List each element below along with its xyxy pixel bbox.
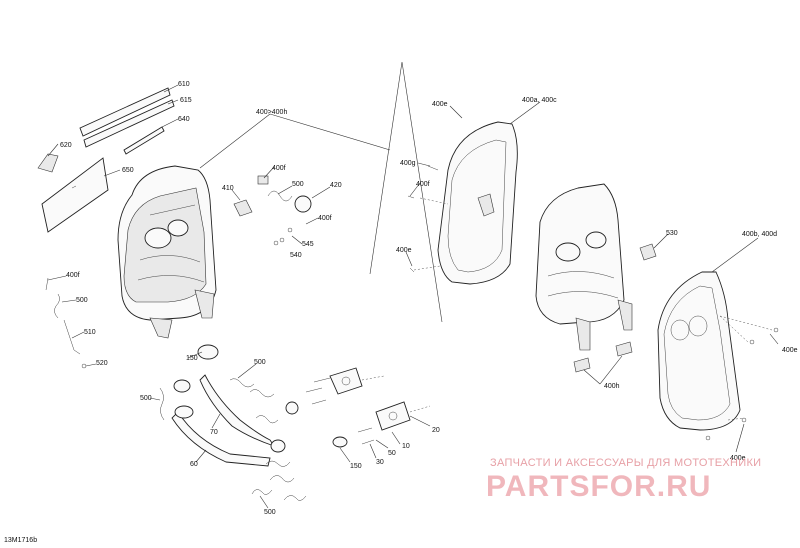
strip-640 xyxy=(123,126,165,155)
watermark-logo: PARTSFOR.RU xyxy=(486,470,711,503)
heat-shield-group xyxy=(37,87,175,233)
spring-500-left xyxy=(54,293,60,319)
callout-20: 20 xyxy=(432,427,440,434)
callout-400e-right: 400e xyxy=(782,347,798,354)
detail-frame xyxy=(369,61,443,323)
callout-500-bottom: 500 xyxy=(264,509,276,516)
spring-500-d xyxy=(159,387,165,421)
callout-60: 60 xyxy=(190,461,198,468)
bracket-410 xyxy=(233,199,253,217)
clip-400h-a xyxy=(573,357,591,373)
gasket-150-b xyxy=(332,436,348,448)
callout-labels: 610 615 640 620 650 400>400h 400f 410 50… xyxy=(60,81,798,516)
callout-400e-top: 400e xyxy=(432,101,448,108)
spring-rod-left xyxy=(45,277,87,369)
watermark: ЗАПЧАСТИ И АКСЕССУАРЫ ДЛЯ МОТОТЕХНИКИ PA… xyxy=(486,457,761,503)
flange-a xyxy=(329,367,363,395)
callout-640: 640 xyxy=(178,116,190,123)
muffler-rear xyxy=(535,183,657,351)
callout-510: 510 xyxy=(84,329,96,336)
callout-400e-bottom: 400e xyxy=(730,455,746,462)
callout-50: 50 xyxy=(388,450,396,457)
callout-500-a: 500 xyxy=(292,181,304,188)
callout-400a-400c: 400a, 400c xyxy=(522,97,557,104)
callout-540: 540 xyxy=(290,252,302,259)
callout-400f-c: 400f xyxy=(416,181,430,188)
callout-545: 545 xyxy=(302,241,314,248)
spring-500-e xyxy=(229,378,255,388)
spring-500-top xyxy=(267,190,293,202)
callout-615: 615 xyxy=(180,97,192,104)
clip-400h-b xyxy=(615,341,633,357)
strip-610 xyxy=(79,87,171,137)
springs-500-bottom xyxy=(251,460,307,501)
pipe-60 xyxy=(171,411,271,467)
callout-610: 610 xyxy=(178,81,190,88)
callout-10: 10 xyxy=(402,443,410,450)
muffler-400 xyxy=(117,165,217,339)
cover-400b xyxy=(657,271,741,431)
callout-400b-400d: 400b, 400d xyxy=(742,231,777,238)
flange-b xyxy=(375,401,411,431)
callout-650: 650 xyxy=(122,167,134,174)
callout-70: 70 xyxy=(210,429,218,436)
callout-150-a: 150 xyxy=(186,355,198,362)
callout-400h: 400h xyxy=(604,383,620,390)
flanges-and-bolts xyxy=(285,367,431,448)
cap-420 xyxy=(294,195,312,213)
gasket-150-a xyxy=(197,344,219,360)
hardware-group-top xyxy=(233,175,312,246)
callout-400e-mid: 400e xyxy=(396,247,412,254)
callout-620: 620 xyxy=(60,142,72,149)
drawing-id: 13M1716b xyxy=(4,537,37,544)
callout-500-left: 500 xyxy=(76,297,88,304)
callout-500-c: 500 xyxy=(140,395,152,402)
clip-530 xyxy=(639,243,657,261)
leader-lines xyxy=(47,84,779,509)
callout-400-400h: 400>400h xyxy=(256,109,287,116)
rod-510 xyxy=(63,319,81,355)
strip-615 xyxy=(83,99,175,148)
exhaust-pipes xyxy=(159,344,286,467)
callout-410: 410 xyxy=(222,185,234,192)
heat-shield-650 xyxy=(41,157,109,233)
callout-400f-a: 400f xyxy=(272,165,286,172)
callout-520: 520 xyxy=(96,360,108,367)
callout-400f-b: 400f xyxy=(318,215,332,222)
callout-400g: 400g xyxy=(400,160,416,167)
bracket-620 xyxy=(37,153,59,173)
watermark-tagline: ЗАПЧАСТИ И АКСЕССУАРЫ ДЛЯ МОТОТЕХНИКИ xyxy=(490,457,761,469)
callout-400f-left: 400f xyxy=(66,272,80,279)
cover-400a xyxy=(437,121,518,285)
callout-420: 420 xyxy=(330,182,342,189)
callout-150-b: 150 xyxy=(350,463,362,470)
callout-530: 530 xyxy=(666,230,678,237)
callout-500-b: 500 xyxy=(254,359,266,366)
callout-30: 30 xyxy=(376,459,384,466)
